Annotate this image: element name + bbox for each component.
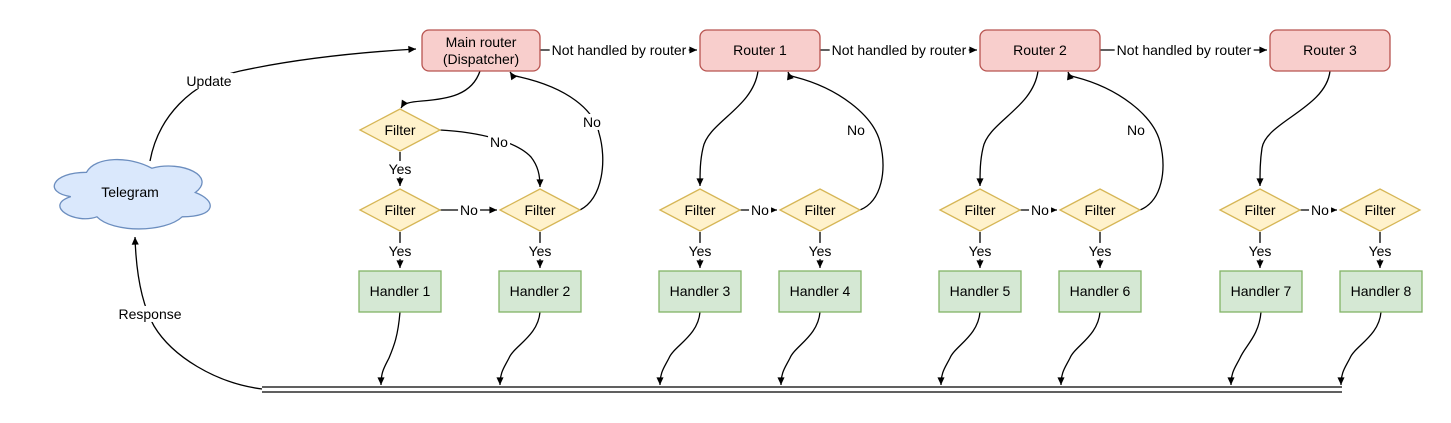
handler5-output-arrow <box>937 311 981 386</box>
filter-diamond-a <box>358 108 442 152</box>
telegram-cloud <box>53 158 211 230</box>
filter-diamond-r3-right <box>1338 188 1422 232</box>
filter-diamond-r1-right <box>778 188 862 232</box>
handler3-output-arrow <box>656 311 701 386</box>
handler-box-2 <box>498 270 582 313</box>
router-box-dispatcher <box>421 29 541 72</box>
handler2-output-arrow <box>496 311 541 386</box>
router2-no-return-arrow <box>1067 71 1164 211</box>
handler-box-1 <box>358 270 442 313</box>
router1-to-filter-arrow <box>696 70 759 187</box>
handler-box-6 <box>1058 270 1142 313</box>
handler-box-7 <box>1219 270 1303 313</box>
router-box-1 <box>699 29 821 72</box>
handler8-output-arrow <box>1337 311 1382 386</box>
response-arrow <box>131 236 263 390</box>
filter-diamond-c <box>498 188 582 232</box>
filter-diamond-r3-left <box>1218 188 1302 232</box>
handler-box-3 <box>658 270 742 313</box>
handler7-output-arrow <box>1227 311 1262 386</box>
handler-box-4 <box>778 270 862 313</box>
filter-diamond-r2-left <box>938 188 1022 232</box>
router3-to-filter-arrow <box>1256 70 1331 187</box>
filter-diamond-r2-right <box>1058 188 1142 232</box>
handler6-output-arrow <box>1057 311 1101 386</box>
filter-diamond-b <box>358 188 442 232</box>
dispatcher-to-filter-arrow <box>400 70 481 109</box>
handler4-output-arrow <box>777 311 821 386</box>
handler-box-5 <box>938 270 1022 313</box>
handler-box-8 <box>1339 270 1423 313</box>
router1-no-return-arrow <box>787 71 884 211</box>
router-box-3 <box>1269 29 1391 72</box>
filter-diamond-r1-left <box>658 188 742 232</box>
filter-c-no-return-arrow <box>509 71 604 211</box>
router2-to-filter-arrow <box>976 70 1039 187</box>
update-arrow <box>149 45 417 162</box>
filter-a-no-arrow <box>439 129 544 188</box>
handler1-output-arrow <box>377 311 401 386</box>
router-box-2 <box>979 29 1101 72</box>
